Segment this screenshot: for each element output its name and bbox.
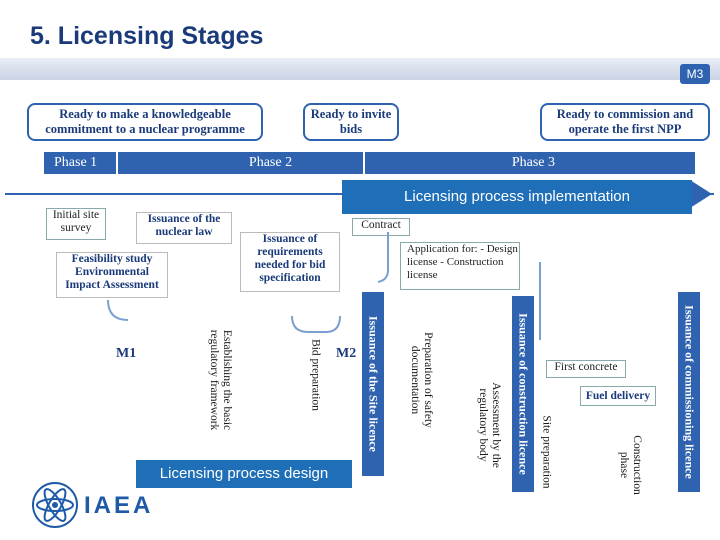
box-feasibility: Feasibility study Environmental Impact A… bbox=[56, 252, 168, 298]
page-title: 5. Licensing Stages bbox=[30, 22, 264, 50]
bar-site-licence: Issuance of the Site licence bbox=[362, 292, 384, 476]
box-fuel-delivery: Fuel delivery bbox=[580, 386, 656, 406]
label-site-prep: Site preparation bbox=[540, 415, 553, 489]
box-site-survey: Initial site survey bbox=[46, 208, 106, 240]
milestone-m2: M2 bbox=[336, 346, 357, 361]
title-bar bbox=[0, 58, 720, 80]
bar-commissioning-licence: Issuance of commissioning licence bbox=[678, 292, 700, 492]
phase-2: Phase 2 bbox=[118, 152, 363, 174]
box-application: Application for: - Design license - Cons… bbox=[400, 242, 520, 290]
design-banner: Licensing process design bbox=[136, 460, 352, 488]
milestone-m1: M1 bbox=[116, 346, 137, 361]
milestone-m3: M3 bbox=[680, 64, 710, 84]
box-issuance-law: Issuance of the nuclear law bbox=[136, 212, 232, 244]
label-framework: Establishing the basic regulatory framew… bbox=[208, 329, 233, 431]
iaea-logo: IAEA bbox=[84, 492, 154, 519]
phase-1: Phase 1 bbox=[44, 152, 116, 174]
label-bid-prep: Bid preparation bbox=[309, 339, 322, 411]
iaea-emblem-icon bbox=[32, 482, 78, 528]
label-construction-phase: Construction phase bbox=[618, 435, 643, 495]
box-ready-commit: Ready to make a knowledgeable commitment… bbox=[27, 103, 263, 141]
box-ready-bids: Ready to invite bids bbox=[303, 103, 399, 141]
implementation-banner: Licensing process implementation bbox=[342, 180, 692, 214]
phase-3: Phase 3 bbox=[365, 152, 695, 174]
box-first-concrete: First concrete bbox=[546, 360, 626, 378]
box-ready-commission: Ready to commission and operate the firs… bbox=[540, 103, 710, 141]
bar-construction-licence: Issuance of construction licence bbox=[512, 296, 534, 492]
box-requirements: Issuance of requirements needed for bid … bbox=[240, 232, 340, 292]
label-assessment: Assessment by the regulatory body bbox=[477, 382, 502, 468]
box-contract: Contract bbox=[352, 218, 410, 236]
label-safety-doc: Preparation of safety documentation bbox=[409, 332, 434, 428]
